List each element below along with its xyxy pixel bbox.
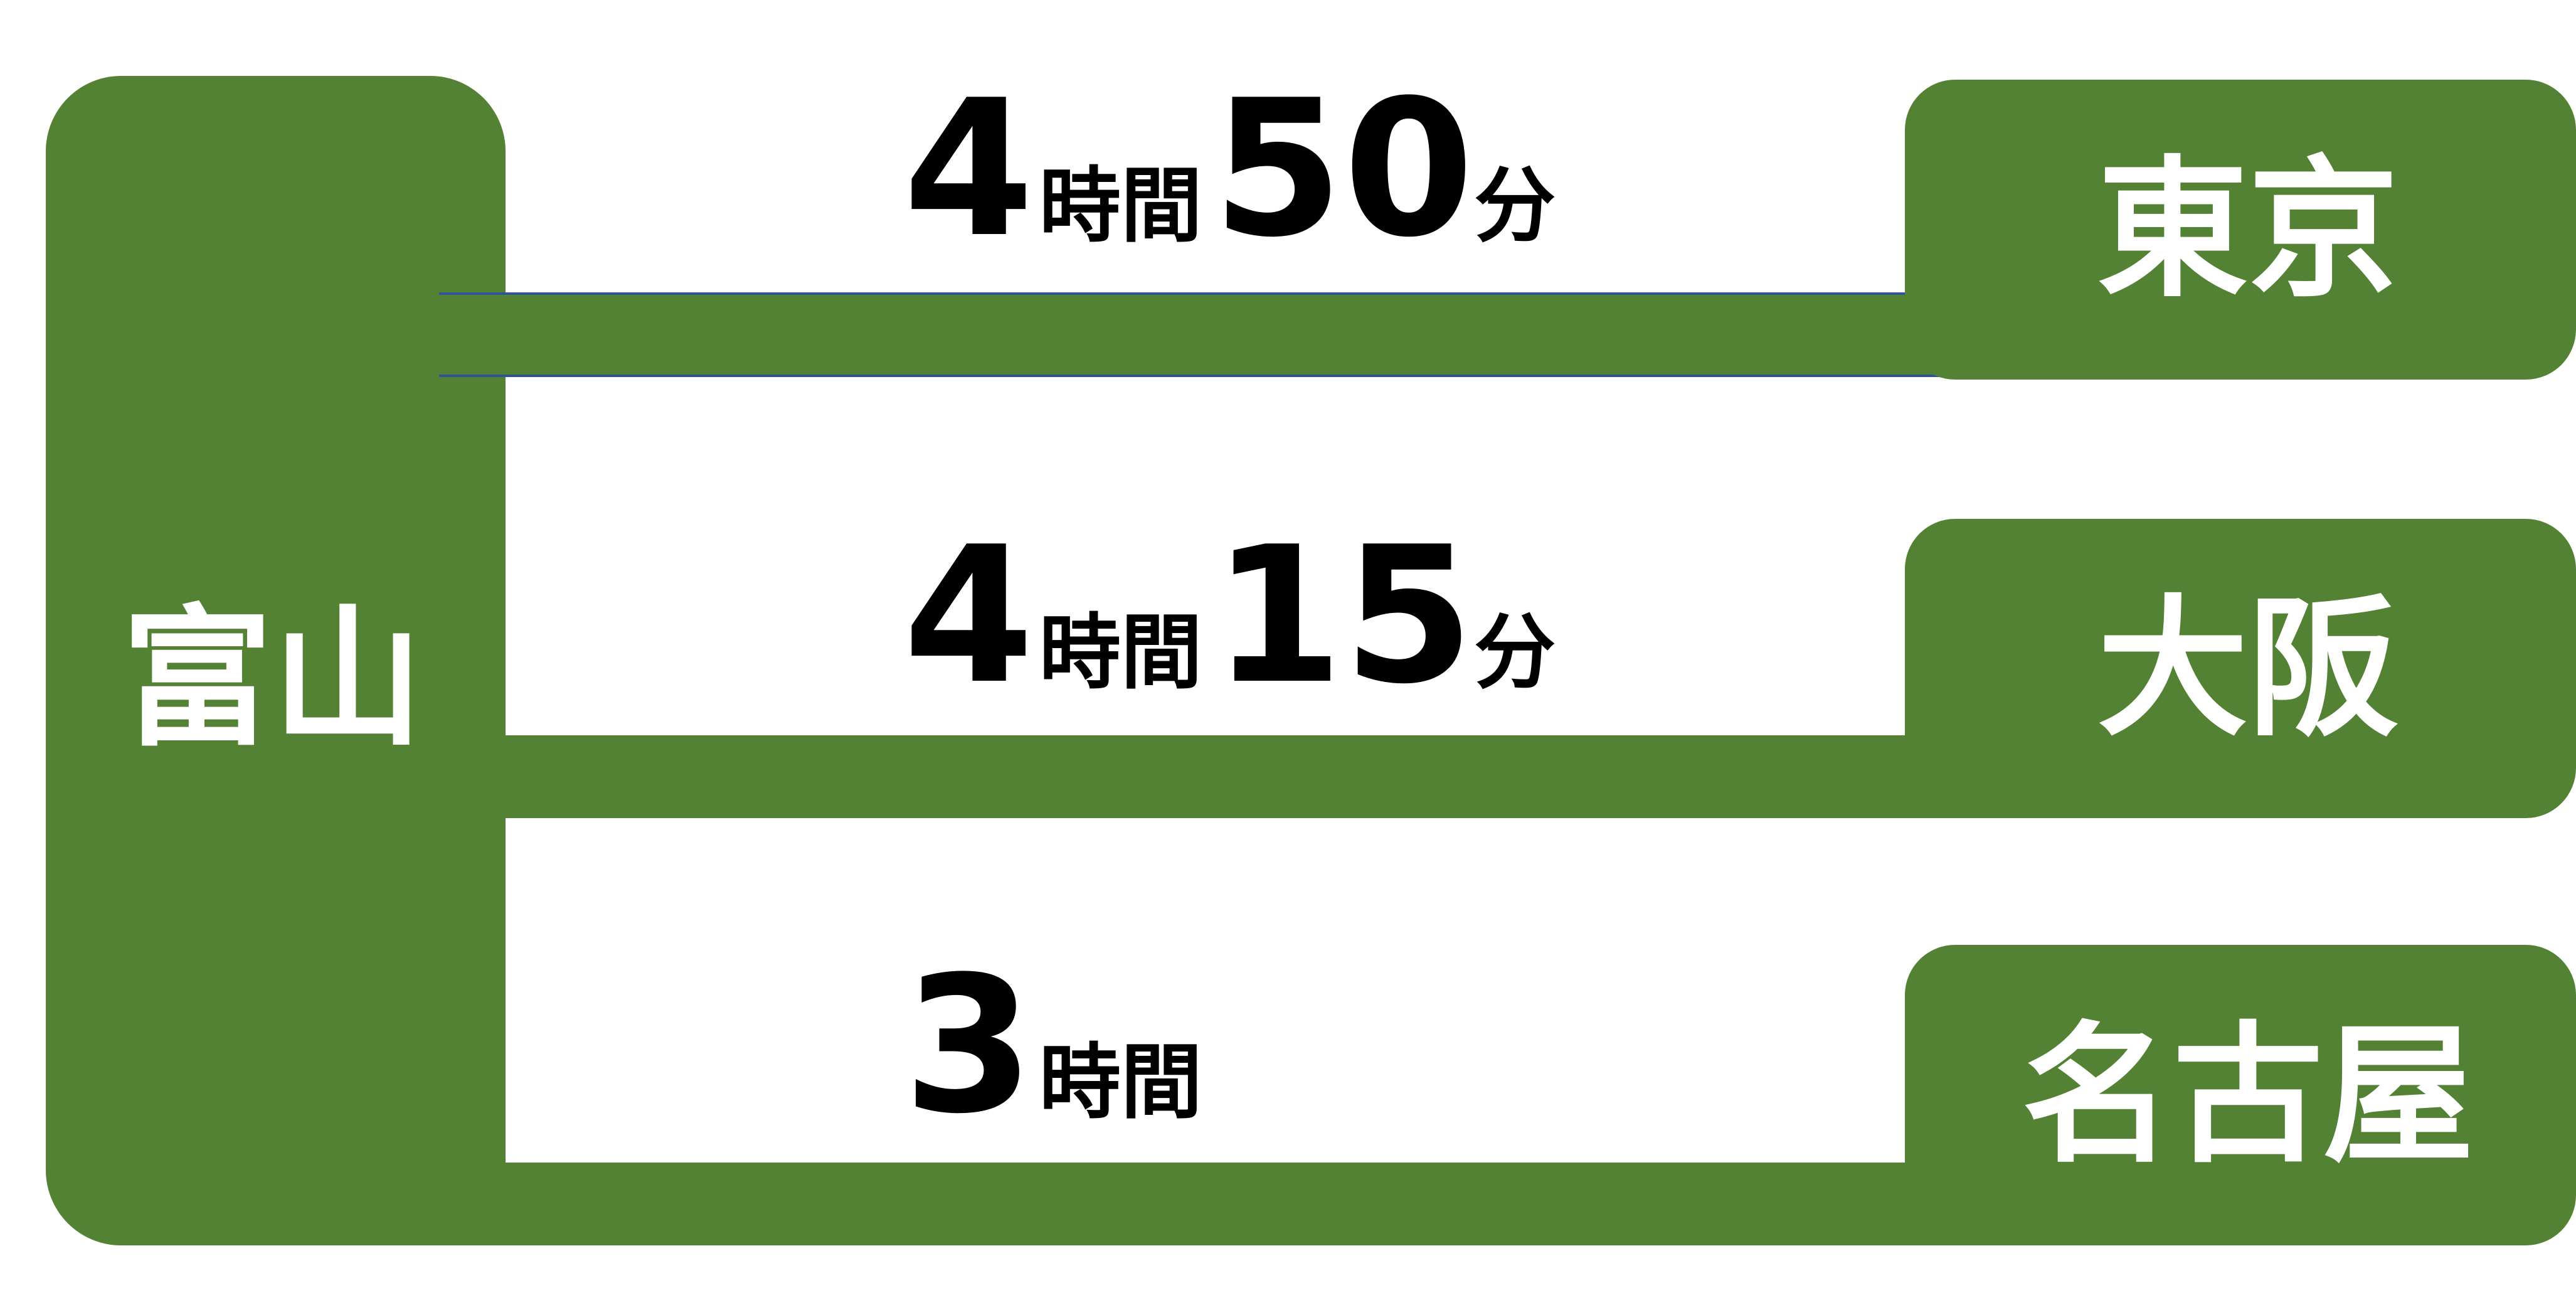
minutes-value: 15 — [1212, 506, 1475, 725]
travel-time-osaka: 4 時間 15 分 — [903, 522, 1556, 710]
hours-value: 4 — [903, 60, 1034, 279]
destination-box-osaka: 大阪 — [1905, 519, 2576, 818]
minutes-unit: 分 — [1474, 605, 1556, 700]
origin-box: 富山 — [46, 76, 506, 1245]
hours-unit: 時間 — [1039, 158, 1202, 253]
hours-unit: 時間 — [1039, 1035, 1202, 1130]
destination-box-tokyo: 東京 — [1905, 80, 2576, 380]
origin-label: 富山 — [122, 591, 423, 767]
minutes-unit: 分 — [1474, 158, 1556, 253]
minutes-value: 50 — [1212, 60, 1475, 279]
destination-label: 東京 — [2097, 142, 2398, 317]
hours-unit: 時間 — [1039, 605, 1202, 700]
travel-time-tokyo: 4 時間 50 分 — [903, 75, 1556, 264]
route-bar-tokyo — [439, 292, 1982, 377]
destination-label: 大阪 — [2097, 580, 2398, 757]
destination-label: 名古屋 — [2022, 1007, 2474, 1183]
hours-value: 3 — [903, 936, 1034, 1155]
travel-time-nagoya: 3 時間 — [903, 952, 1202, 1140]
hours-value: 4 — [903, 506, 1034, 725]
route-bar-osaka — [439, 735, 1982, 818]
destination-box-nagoya: 名古屋 — [1905, 945, 2576, 1245]
